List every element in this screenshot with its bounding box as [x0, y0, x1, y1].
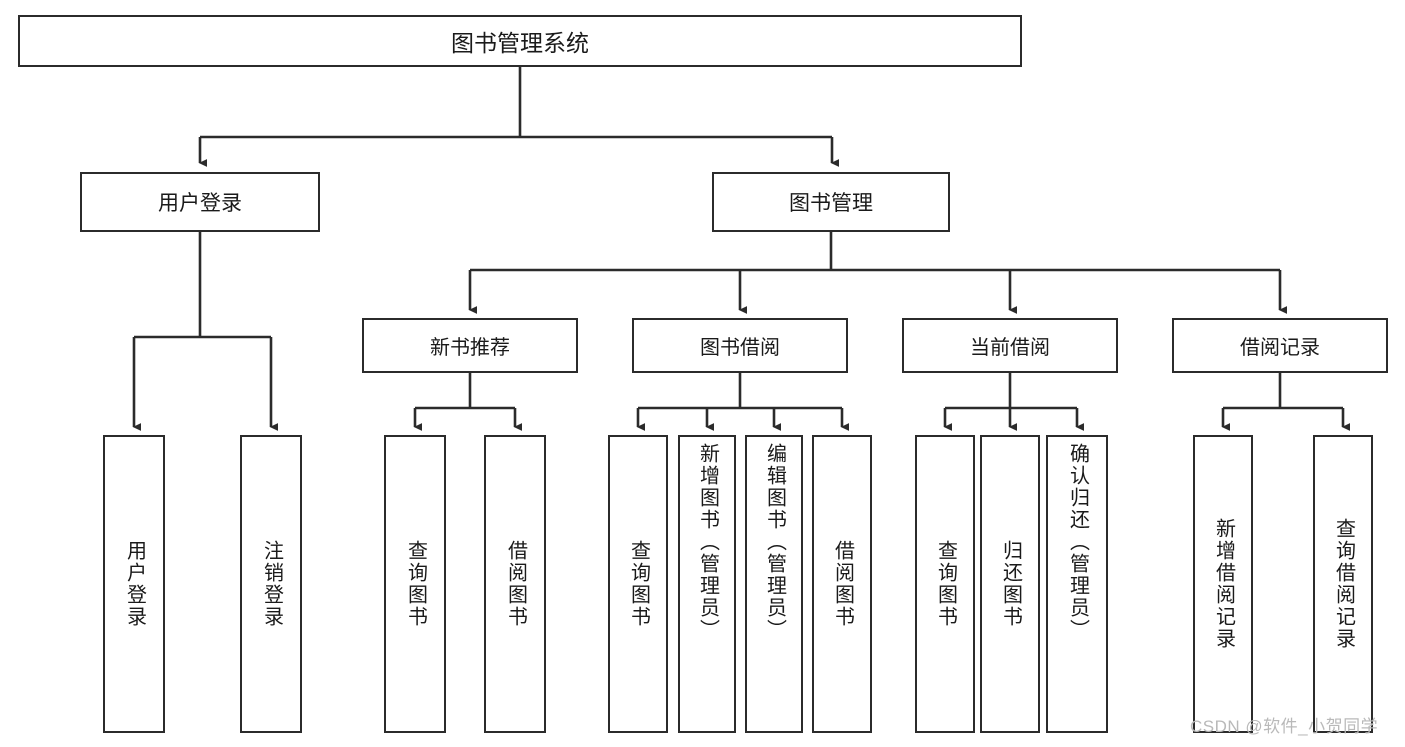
- leaf-add-book-admin[interactable]: 新增图书（管理员）: [678, 435, 736, 733]
- node-root-label: 图书管理系统: [451, 30, 589, 56]
- leaf-return-book[interactable]: 归还图书: [980, 435, 1040, 733]
- leaf-query-book-new-label: 查询图书: [404, 540, 427, 628]
- leaf-query-book[interactable]: 查询图书: [608, 435, 668, 733]
- node-user-login[interactable]: 用户登录: [80, 172, 320, 232]
- leaf-edit-book-admin-label: 编辑图书（管理员）: [763, 443, 786, 641]
- node-new-book-recommend-label: 新书推荐: [430, 337, 510, 359]
- leaf-borrow-book-new-label: 借阅图书: [504, 540, 527, 628]
- node-book-borrow-label: 图书借阅: [700, 337, 780, 359]
- leaf-query-book-current[interactable]: 查询图书: [915, 435, 975, 733]
- node-current-borrow[interactable]: 当前借阅: [902, 318, 1118, 373]
- leaf-edit-book-admin[interactable]: 编辑图书（管理员）: [745, 435, 803, 733]
- node-root[interactable]: 图书管理系统: [18, 15, 1022, 67]
- leaf-borrow-book[interactable]: 借阅图书: [812, 435, 872, 733]
- node-user-login-label: 用户登录: [158, 192, 242, 215]
- node-borrow-records[interactable]: 借阅记录: [1172, 318, 1388, 373]
- node-book-borrow[interactable]: 图书借阅: [632, 318, 848, 373]
- leaf-confirm-return-admin-label: 确认归还（管理员）: [1066, 443, 1089, 641]
- leaf-user-login-label: 用户登录: [123, 540, 146, 628]
- node-current-borrow-label: 当前借阅: [970, 337, 1050, 359]
- leaf-return-book-label: 归还图书: [999, 540, 1022, 628]
- node-borrow-records-label: 借阅记录: [1240, 337, 1320, 359]
- leaf-add-book-admin-label: 新增图书（管理员）: [696, 443, 719, 641]
- leaf-add-borrow-record[interactable]: 新增借阅记录: [1193, 435, 1253, 733]
- node-book-management[interactable]: 图书管理: [712, 172, 950, 232]
- leaf-query-borrow-record-label: 查询借阅记录: [1332, 518, 1355, 650]
- csdn-watermark: CSDN @软件_小贺同学: [1190, 717, 1379, 736]
- leaf-query-book-current-label: 查询图书: [934, 540, 957, 628]
- leaf-borrow-book-label: 借阅图书: [831, 540, 854, 628]
- leaf-query-book-new[interactable]: 查询图书: [384, 435, 446, 733]
- leaf-user-logout[interactable]: 注销登录: [240, 435, 302, 733]
- leaf-confirm-return-admin[interactable]: 确认归还（管理员）: [1046, 435, 1108, 733]
- leaf-borrow-book-new[interactable]: 借阅图书: [484, 435, 546, 733]
- node-new-book-recommend[interactable]: 新书推荐: [362, 318, 578, 373]
- leaf-add-borrow-record-label: 新增借阅记录: [1212, 518, 1235, 650]
- leaf-query-borrow-record[interactable]: 查询借阅记录: [1313, 435, 1373, 733]
- leaf-query-book-label: 查询图书: [627, 540, 650, 628]
- leaf-user-logout-label: 注销登录: [260, 540, 283, 628]
- node-book-management-label: 图书管理: [789, 192, 873, 215]
- leaf-user-login[interactable]: 用户登录: [103, 435, 165, 733]
